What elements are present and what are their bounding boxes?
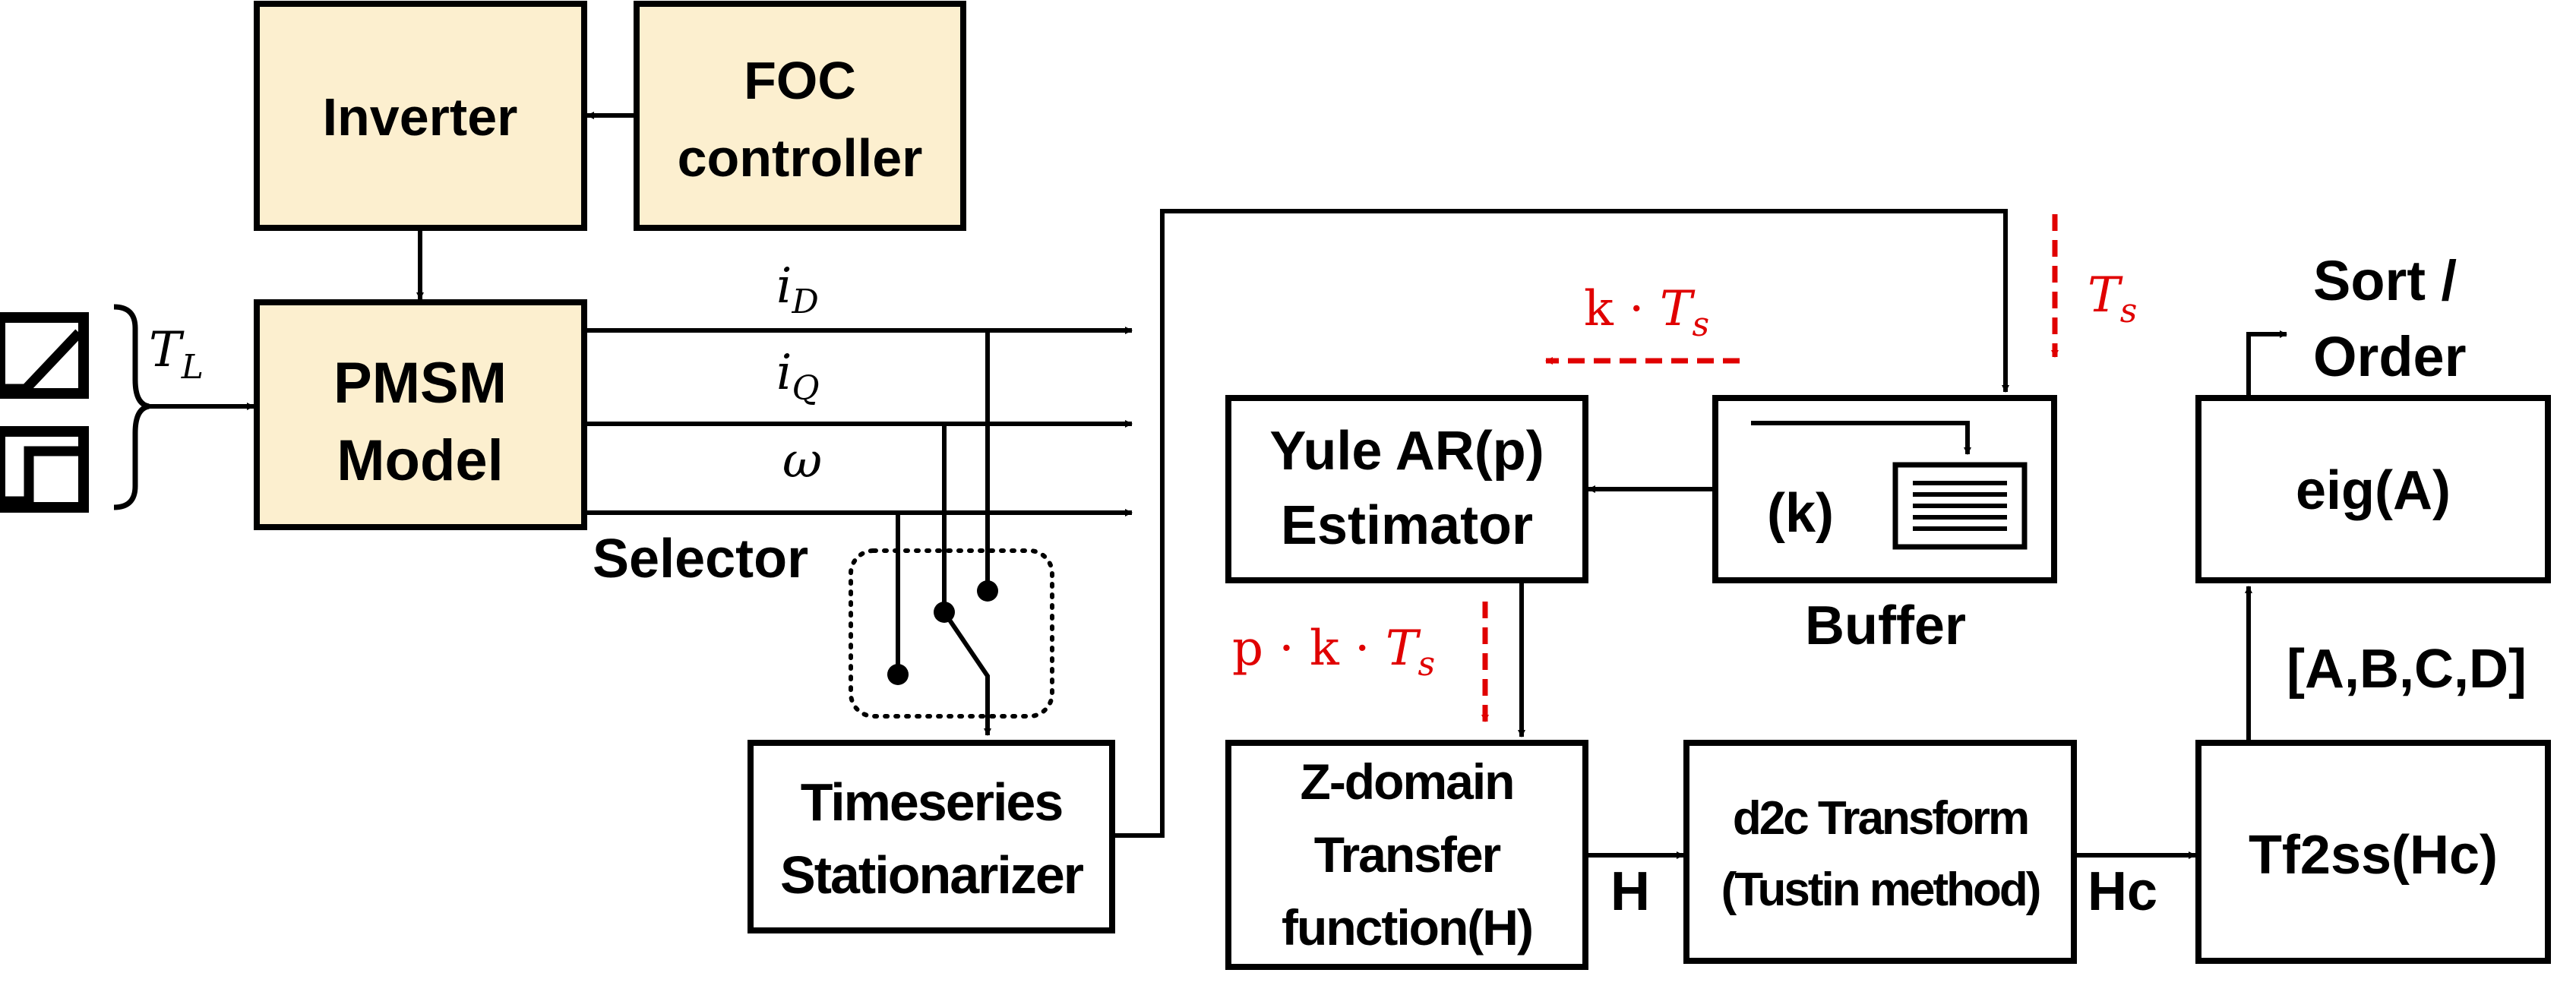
load-torque-label: TL bbox=[149, 322, 204, 387]
buffer-caption: Buffer bbox=[1805, 595, 1966, 656]
brace-icon bbox=[113, 304, 150, 510]
stationarizer-label-line2: Stationarizer bbox=[780, 845, 1084, 905]
foc-label-line2: controller bbox=[678, 128, 923, 188]
pmsm-label-line1: PMSM bbox=[333, 351, 507, 415]
yule-estimator-block: Yule AR(p) Estimator bbox=[1225, 395, 1588, 583]
eig-label: eig(A) bbox=[2296, 460, 2451, 521]
pmsm-label-line2: Model bbox=[337, 428, 504, 493]
selector-contact-id bbox=[977, 580, 998, 602]
d2c-label-line2: (Tustin method) bbox=[1721, 864, 2040, 916]
stationarizer-label-line1: Timeseries bbox=[801, 772, 1063, 832]
buffer-block: (k) bbox=[1712, 395, 2057, 583]
foc-label-line1: FOC bbox=[744, 51, 856, 110]
hc-label: Hc bbox=[2088, 861, 2157, 922]
kts-label: k · Ts bbox=[1584, 281, 1709, 344]
switch-icon bbox=[942, 611, 991, 736]
yule-label-line1: Yule AR(p) bbox=[1269, 421, 1544, 482]
h-label: H bbox=[1610, 861, 1650, 922]
iq-label: iQ bbox=[776, 345, 820, 408]
zdomain-label-line1: Z-domain bbox=[1301, 753, 1514, 810]
d2c-label-line1: d2c Transform bbox=[1733, 792, 2028, 845]
stationarizer-block: Timeseries Stationarizer bbox=[748, 740, 1115, 933]
zdomain-label-line3: function(H) bbox=[1282, 899, 1532, 956]
sort-order-line2: Order bbox=[2313, 325, 2467, 388]
stationarizer-to-buffer-line bbox=[1115, 209, 2009, 838]
zdomain-block: Z-domain Transfer function(H) bbox=[1225, 740, 1588, 970]
selector-label: Selector bbox=[593, 529, 808, 589]
selector-contact-omega bbox=[887, 664, 909, 685]
pmsm-model-block: PMSM Model bbox=[254, 299, 587, 530]
buffer-stack-icon bbox=[1751, 421, 2028, 550]
selector-box bbox=[849, 548, 1054, 719]
sort-order-line1: Sort / bbox=[2313, 249, 2457, 312]
buffer-index-label: (k) bbox=[1767, 483, 1834, 544]
ramp-input-icon bbox=[0, 312, 89, 399]
ts-label: Ts bbox=[2088, 267, 2137, 330]
foc-controller-block: FOC controller bbox=[634, 1, 966, 231]
id-label: iD bbox=[776, 258, 819, 321]
eig-block: eig(A) bbox=[2195, 395, 2551, 583]
eig-output-arrow bbox=[2246, 330, 2287, 395]
omega-label: ω bbox=[782, 433, 822, 489]
yule-label-line2: Estimator bbox=[1281, 495, 1533, 556]
inverter-label: Inverter bbox=[323, 87, 518, 147]
zdomain-label-line2: Transfer bbox=[1314, 826, 1501, 883]
tf2ss-block: Tf2ss(Hc) bbox=[2195, 740, 2551, 964]
abcd-label: [A,B,C,D] bbox=[2287, 639, 2527, 700]
tf2ss-label: Tf2ss(Hc) bbox=[2249, 825, 2498, 886]
d2c-transform-block: d2c Transform (Tustin method) bbox=[1683, 740, 2077, 964]
inverter-block: Inverter bbox=[254, 1, 587, 231]
step-input-icon bbox=[0, 426, 89, 513]
pkts-label: p · k · Ts bbox=[1232, 621, 1435, 684]
